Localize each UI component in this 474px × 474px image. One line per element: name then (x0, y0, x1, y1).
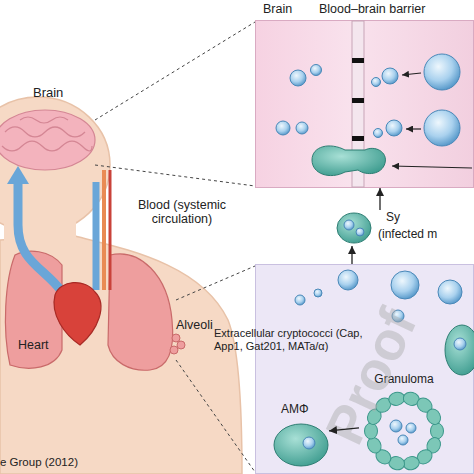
infected-macrophage: Sy (infected m (336, 210, 474, 246)
blood-vessel (93, 182, 100, 290)
node-text: Brain (263, 2, 292, 16)
cryptococcus (391, 271, 419, 299)
leader-line (176, 266, 255, 300)
flow-arrow (402, 73, 421, 75)
brain-fold (20, 117, 68, 123)
macrophage (445, 325, 474, 375)
node-text: (infected m (378, 228, 437, 242)
cryptococcus (454, 338, 466, 350)
cryptococcus (398, 435, 408, 445)
blood-vessel (18, 178, 62, 292)
cryptococcus (276, 121, 290, 135)
cryptococcus (438, 280, 462, 304)
flow-arrow (379, 188, 380, 210)
cryptococcus (372, 78, 381, 87)
flow-arrow (329, 428, 359, 431)
blood-vessel (102, 170, 106, 290)
blood-vessel (109, 170, 112, 290)
tight-junction (352, 136, 364, 141)
lung (108, 254, 173, 370)
cryptococcus (295, 295, 305, 305)
macrophage (337, 213, 371, 243)
organ-label: Alveoli (176, 318, 213, 332)
granuloma-cell (431, 423, 444, 439)
watermark: Proof (313, 299, 429, 453)
leader-line (95, 165, 255, 186)
cryptococcus (406, 423, 416, 433)
cryptococcus (344, 220, 354, 230)
alveolus (172, 334, 180, 342)
organ-label: Heart (18, 338, 49, 352)
leader-line (176, 360, 255, 472)
granuloma-cell (424, 407, 443, 427)
cryptococcus (424, 110, 460, 146)
cryptococcus (338, 270, 358, 290)
tight-junction (352, 58, 364, 63)
alveolus (177, 341, 185, 349)
brain (0, 110, 95, 170)
cryptococcus (311, 65, 322, 76)
flow-arrow (392, 166, 472, 168)
brain-fold (5, 127, 85, 137)
cryptococcus (386, 120, 402, 136)
node-text: Sy (386, 211, 400, 225)
heart (54, 283, 101, 345)
credit-text: e Group (2012) (0, 456, 78, 469)
cryptococcus (314, 289, 322, 297)
flow-arrow (351, 246, 352, 264)
organ-label: Brain (33, 86, 63, 101)
cryptococcus (296, 122, 308, 134)
cryptococcus (374, 129, 383, 138)
macrophage (312, 146, 385, 176)
cryptococcus (356, 228, 364, 236)
brain-fold (2, 141, 92, 151)
circulation-label: Blood (systemic circulation) (118, 198, 246, 227)
node-text: AMΦ (281, 403, 309, 417)
cryptococcus (424, 54, 460, 90)
cryptococcus (303, 437, 315, 449)
leader-line (95, 22, 255, 120)
flow-arrow (406, 128, 421, 129)
cryptococcus (290, 70, 306, 86)
tight-junction (352, 98, 364, 103)
cryptococcus (390, 420, 402, 432)
node-text: Blood–brain barrier (319, 2, 425, 16)
cryptococcus (382, 68, 398, 84)
alveolus (170, 346, 178, 354)
vessel-arrow (7, 166, 29, 184)
